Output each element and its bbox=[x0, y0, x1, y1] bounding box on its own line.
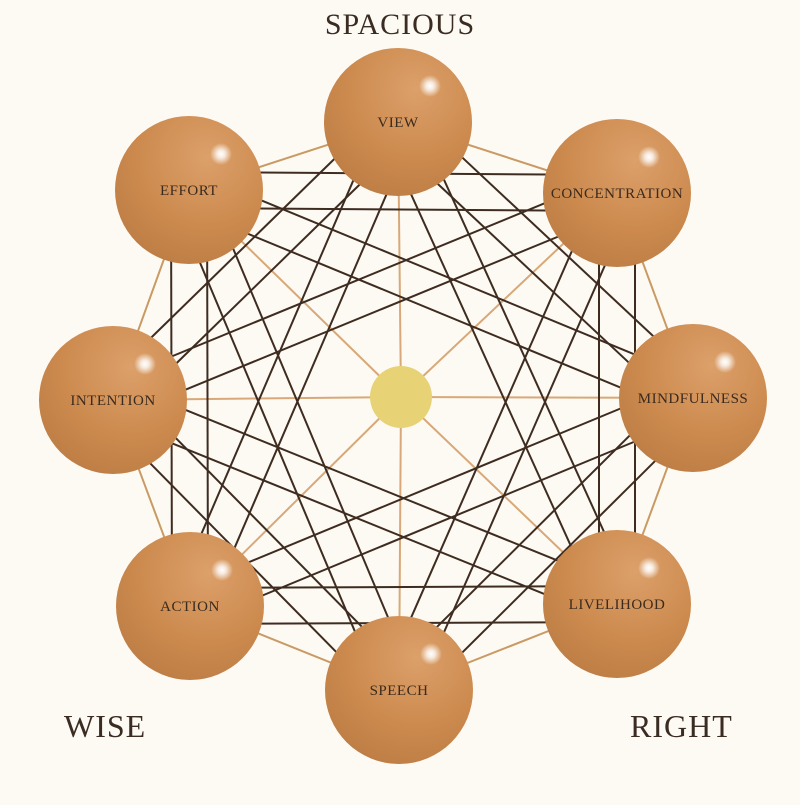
chord-line bbox=[259, 585, 547, 589]
label-wise: WISE bbox=[64, 708, 147, 744]
node-effort: EFFORT bbox=[115, 116, 263, 264]
chord-line bbox=[149, 157, 337, 339]
node-highlight bbox=[714, 351, 736, 373]
node-label-mindfulness: MINDFULNESS bbox=[638, 391, 749, 407]
chord-line bbox=[246, 232, 622, 389]
node-label-intention: INTENTION bbox=[70, 393, 155, 409]
node-speech: SPEECH bbox=[325, 616, 473, 764]
chord-line bbox=[231, 247, 390, 619]
node-highlight bbox=[638, 557, 660, 579]
node-highlight bbox=[638, 146, 660, 168]
chord-line bbox=[247, 407, 622, 564]
chord-line bbox=[435, 433, 632, 629]
chord-line bbox=[206, 259, 209, 536]
chord-line bbox=[184, 235, 560, 391]
chord-line bbox=[170, 442, 546, 596]
node-highlight bbox=[419, 75, 441, 97]
chord-line bbox=[260, 199, 636, 356]
node-label-view: VIEW bbox=[377, 115, 418, 131]
chord-line bbox=[442, 177, 606, 534]
chord-lines bbox=[148, 155, 657, 655]
node-concentration: CONCENTRATION bbox=[543, 119, 691, 267]
node-label-speech: SPEECH bbox=[370, 683, 429, 699]
node-view: VIEW bbox=[324, 48, 472, 196]
chord-line bbox=[460, 459, 657, 655]
chord-line bbox=[174, 183, 362, 365]
chord-line bbox=[409, 249, 574, 620]
node-highlight bbox=[210, 143, 232, 165]
label-spacious: SPACIOUS bbox=[324, 8, 476, 41]
chord-line bbox=[261, 440, 636, 597]
node-livelihood: LIVELIHOOD bbox=[543, 530, 691, 678]
node-group: VIEW CONCENTRATION MINDFULNESS LIVELIHOOD SP… bbox=[39, 48, 767, 764]
chord-line bbox=[436, 182, 631, 365]
node-mindfulness: MINDFULNESS bbox=[619, 324, 767, 472]
chord-line bbox=[200, 178, 355, 535]
node-intention: INTENTION bbox=[39, 326, 187, 474]
node-label-livelihood: LIVELIHOOD bbox=[569, 597, 666, 613]
chord-line bbox=[233, 193, 388, 550]
node-label-action: ACTION bbox=[160, 599, 220, 615]
chord-line bbox=[460, 155, 655, 338]
chord-line bbox=[174, 436, 364, 629]
label-right: RIGHT bbox=[630, 708, 733, 744]
node-highlight bbox=[134, 353, 156, 375]
node-label-concentration: CONCENTRATION bbox=[551, 186, 683, 202]
node-highlight bbox=[420, 643, 442, 665]
chord-line bbox=[184, 408, 560, 562]
node-label-effort: EFFORT bbox=[160, 183, 218, 199]
chord-line bbox=[258, 207, 547, 212]
node-action: ACTION bbox=[116, 532, 264, 680]
center-circle bbox=[370, 366, 432, 428]
node-highlight bbox=[211, 559, 233, 581]
chord-line bbox=[409, 192, 573, 549]
